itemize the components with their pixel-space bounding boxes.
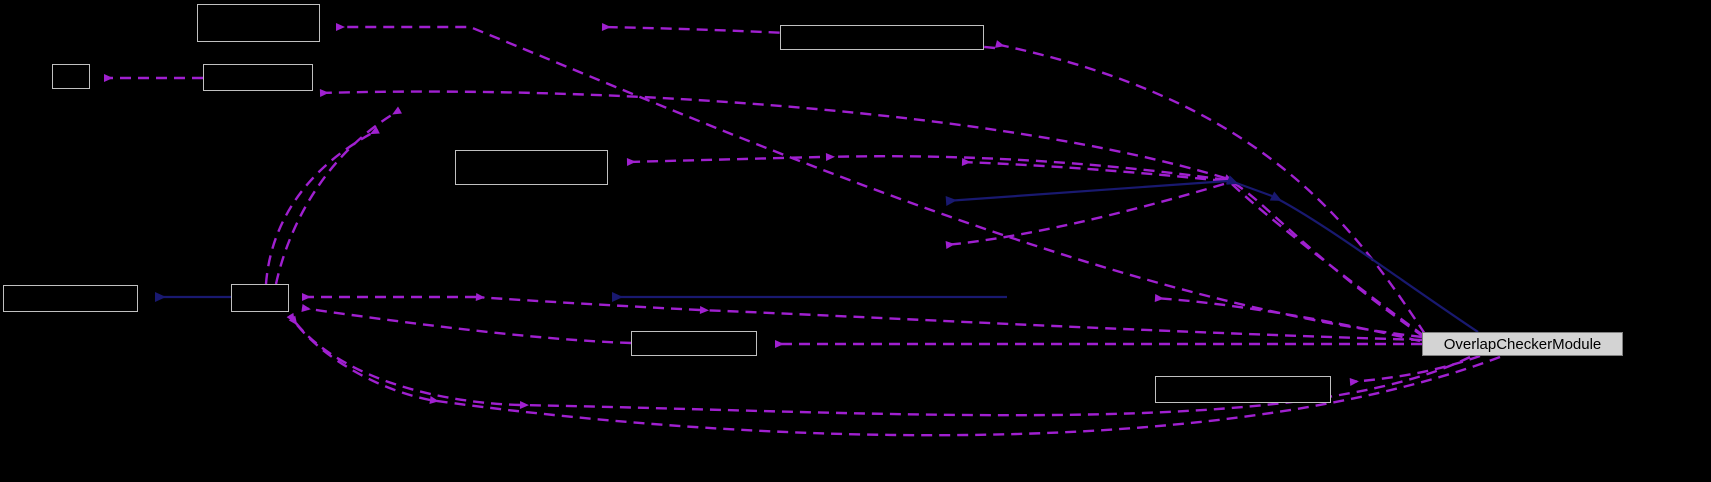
graph-node-overlap-checker-module[interactable]: OverlapCheckerModule — [1422, 332, 1623, 356]
edge-dashed-6 — [961, 158, 1225, 183]
graph-node-label — [1156, 377, 1330, 402]
edge-dashed-5a — [1226, 176, 1425, 338]
graph-node-label — [53, 65, 89, 88]
edge-dashed-2 — [995, 40, 1427, 335]
edge-dashed-7 — [945, 182, 1225, 249]
edge-dashed-13a — [429, 355, 1501, 437]
graph-node-6[interactable] — [3, 285, 138, 312]
graph-node-3[interactable] — [52, 64, 90, 89]
graph-node-label — [198, 5, 319, 41]
graph-node-label — [781, 26, 983, 49]
graph-node-label — [232, 285, 288, 311]
graph-node-label — [632, 332, 756, 355]
graph-node-1[interactable] — [197, 4, 320, 42]
edge-dashed-4a — [1223, 174, 1425, 337]
edge-dashed-12b — [288, 315, 521, 407]
graph-node-label — [456, 151, 607, 184]
edge-dashed-8a — [699, 306, 1423, 342]
graph-node-label — [4, 286, 137, 311]
edge-solid-4 — [1269, 191, 1479, 333]
graph-node-2[interactable] — [780, 25, 984, 50]
graph-node-7[interactable] — [231, 284, 289, 312]
edge-dashed-12a — [519, 355, 1471, 417]
edge-dashed-14 — [274, 106, 402, 285]
edge-dashed-11 — [1349, 354, 1481, 386]
graph-node-4[interactable] — [203, 64, 313, 91]
edge-solid-3b — [945, 179, 1229, 206]
edge-dashed-15 — [264, 126, 380, 285]
edge-dashed-4b — [319, 89, 1226, 180]
graph-node-8[interactable] — [631, 331, 757, 356]
edge-dashed-10 — [301, 304, 632, 345]
graph-node-label: OverlapCheckerModule — [1443, 335, 1602, 353]
edge-dashed-16 — [1154, 294, 1421, 343]
edge-dashed-5b — [825, 153, 1227, 182]
edge-dashed-13b — [286, 312, 431, 402]
edge-dashed-8b — [475, 293, 701, 312]
edge-dashed-5c — [626, 155, 821, 166]
graph-node-9[interactable] — [1155, 376, 1331, 403]
edge-solid-3a — [1226, 175, 1273, 198]
graph-node-5[interactable] — [455, 150, 608, 185]
graph-node-label — [204, 65, 312, 90]
